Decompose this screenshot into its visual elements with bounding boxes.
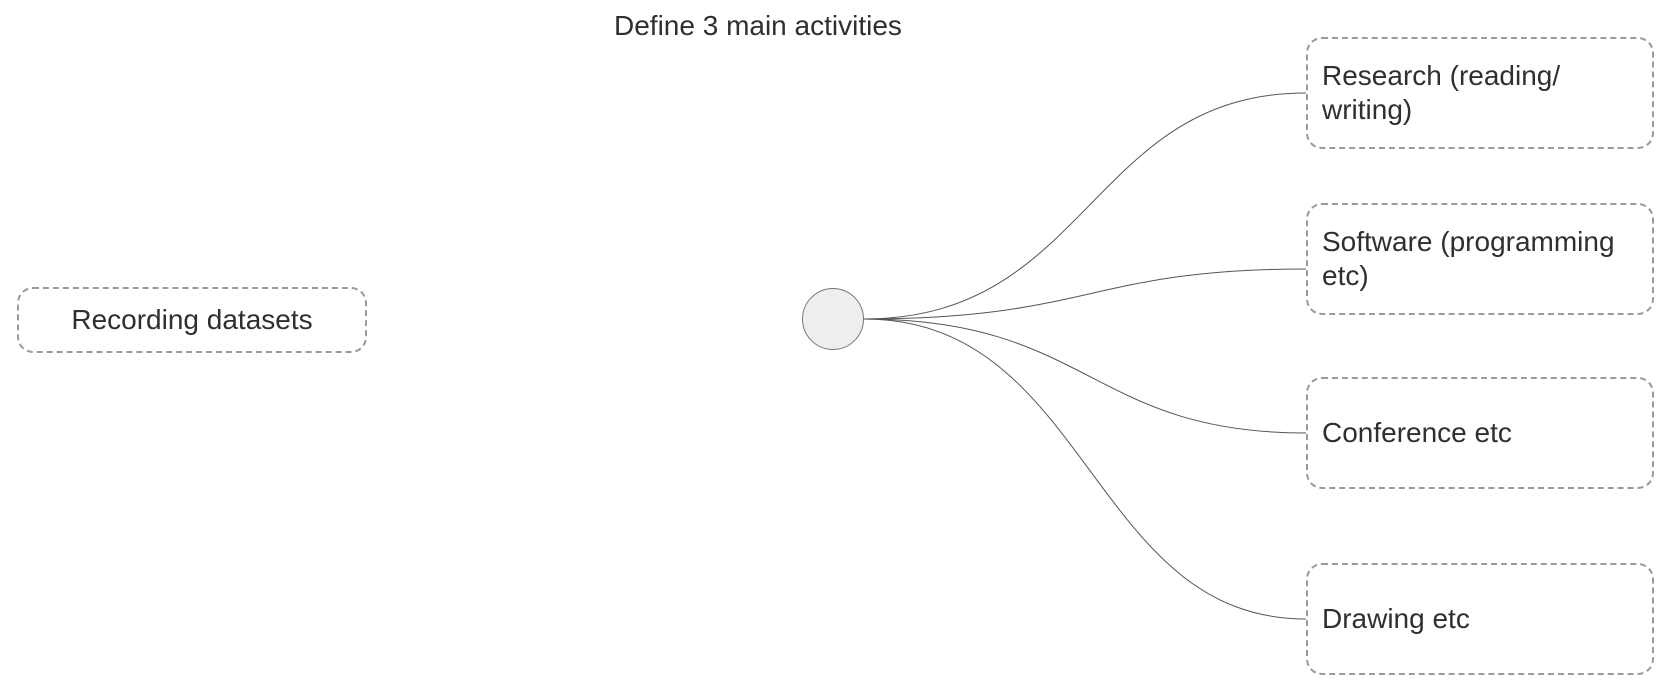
node-conference[interactable]: Conference etc (1306, 377, 1654, 489)
diagram-title: Define 3 main activities (614, 10, 902, 41)
connector-software (863, 268, 1307, 320)
connector-drawing (863, 318, 1307, 620)
node-software[interactable]: Software (programming etc) (1306, 203, 1654, 315)
node-drawing[interactable]: Drawing etc (1306, 563, 1654, 675)
node-label: Conference etc (1322, 417, 1512, 448)
node-label: Recording datasets (71, 304, 313, 335)
node-research[interactable]: Research (reading/ writing) (1306, 37, 1654, 149)
node-label: Drawing etc (1322, 603, 1470, 634)
connector-conference (863, 318, 1307, 434)
node-label: Software (programming etc) (1322, 226, 1615, 291)
node-recording-datasets[interactable]: Recording datasets (17, 287, 367, 353)
hub-circle[interactable] (802, 288, 864, 350)
node-label: Research (reading/ writing) (1322, 60, 1561, 125)
connector-research (863, 92, 1307, 320)
